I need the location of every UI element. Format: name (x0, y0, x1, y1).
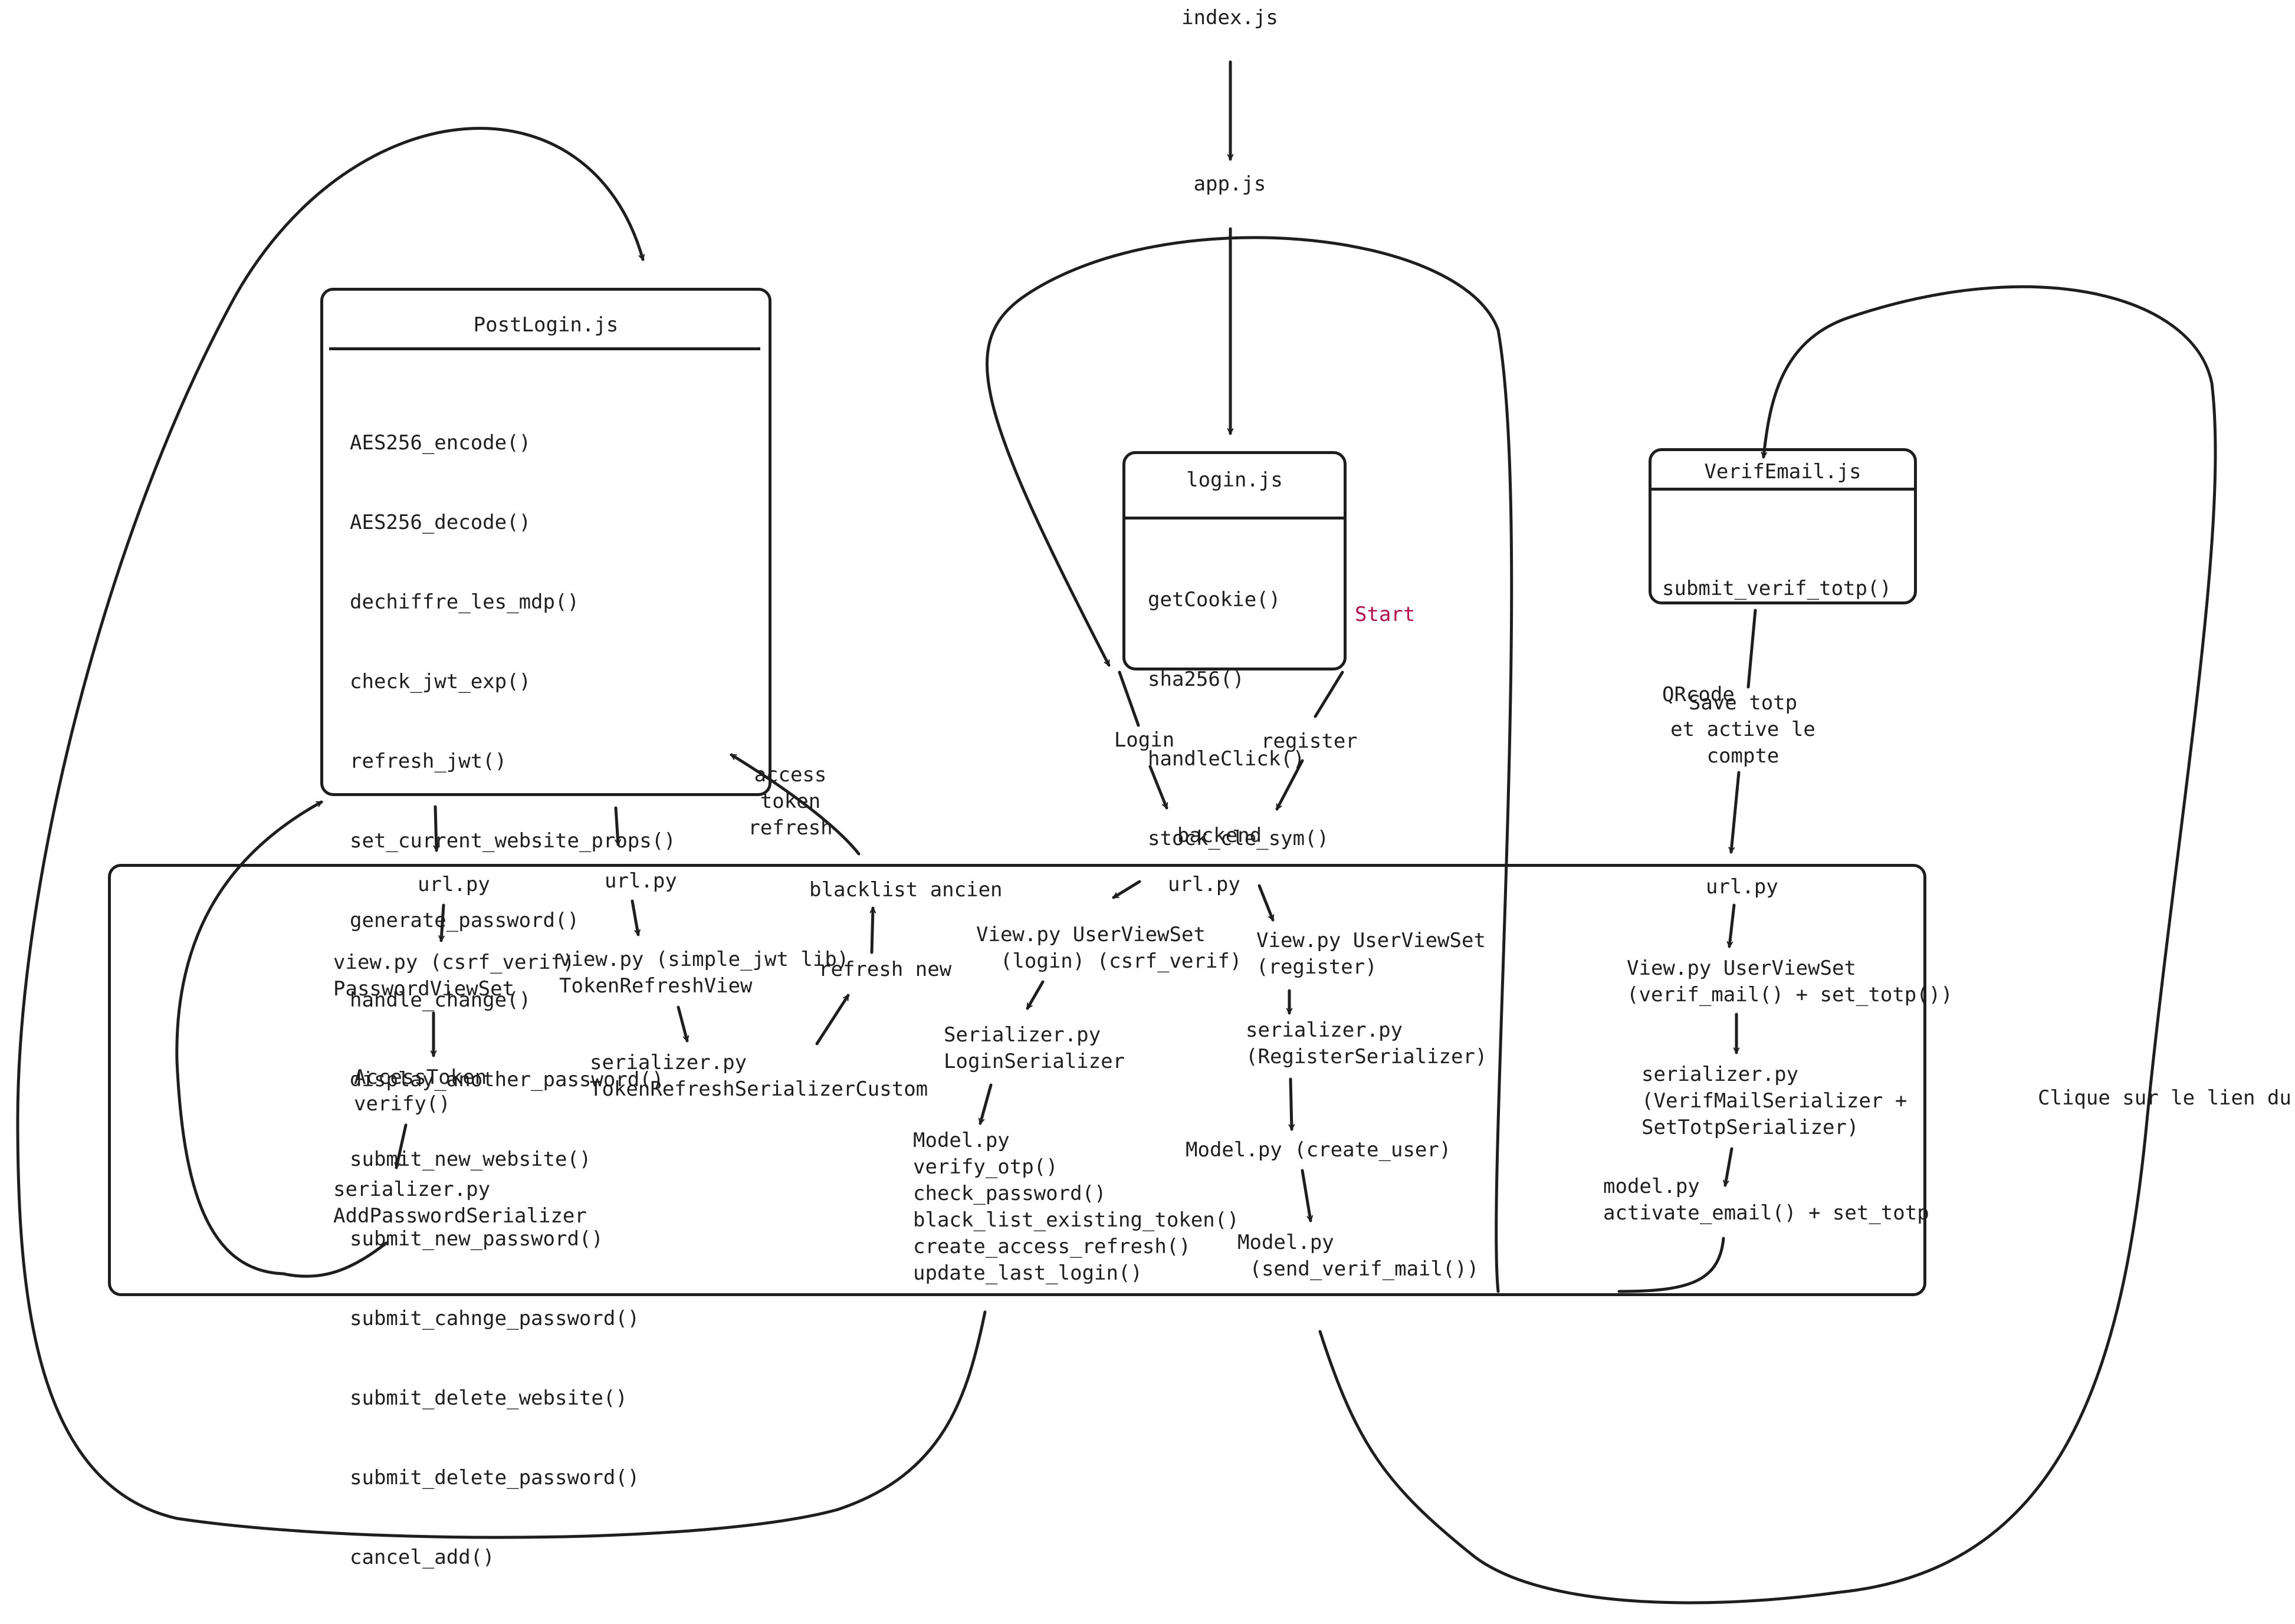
col3-model-create-user: Model.py (create_user) (1186, 1138, 1452, 1162)
verifemail-method: QRcode (1662, 683, 1735, 706)
backend-node: backend (1177, 824, 1262, 847)
arrow-col3-model-to-mail (1301, 1169, 1314, 1222)
col1-serializer: serializer.py AddPasswordSerializer (333, 1178, 587, 1228)
col3-view-register: View.py UserViewSet (register) (1256, 929, 1486, 979)
verifemail-method: submit_verif_totp() (1662, 577, 1892, 600)
col2-view: view.py (simple_jwt lib) TokenRefreshVie… (559, 948, 849, 998)
arrow-col4-model-loop (1617, 1237, 1725, 1293)
col2-url: url.py (605, 869, 677, 893)
app-node: app.js (1193, 172, 1266, 196)
access-token-refresh-label: access token refresh (748, 763, 833, 840)
col1-view: view.py (csrf_verif) PasswordViewSet (333, 951, 575, 1001)
col1-access-token: AccessToken verify() (354, 1066, 487, 1116)
col4-view: View.py UserViewSet (verif_mail() + set_… (1627, 956, 1953, 1007)
col2-serializer: serializer.py TokenRefreshSerializerCust… (590, 1051, 928, 1101)
arrow-col3-register-serializer-to-model (1288, 1077, 1295, 1131)
arrow-col3-view-to-serializer (1026, 980, 1045, 1010)
arrow-col1-url-to-view (438, 903, 445, 942)
arrow-col4-url-to-view (1726, 903, 1736, 948)
col3-serializer-register: serializer.py (RegisterSerializer) (1246, 1018, 1488, 1069)
start-label: Start (1355, 603, 1416, 626)
arrow-mail-loop-to-verifemail (1318, 285, 2217, 1605)
postlogin-methods: AES256_encode() AES256_decode() dechiffr… (350, 377, 676, 1624)
save-totp-label: Save totp et active le compte (1670, 691, 1815, 768)
arrow-access-token-refresh (730, 753, 861, 856)
postlogin-method: display_another_password() (350, 1068, 664, 1092)
arrow-login-left (1118, 670, 1140, 727)
postlogin-method: check_jwt_exp() (350, 670, 531, 693)
blacklist-label: blacklist ancien (809, 878, 1003, 902)
postlogin-method: cancel_add() (350, 1546, 495, 1569)
arrow-login-right (1314, 670, 1344, 718)
refresh-new-label: refresh new (819, 958, 952, 981)
col3-url: url.py (1168, 873, 1240, 896)
postlogin-method: set_current_website_props() (350, 829, 676, 853)
login-method: stock_cle_sym() (1148, 827, 1329, 850)
arrow-model-loop-to-postlogin (16, 127, 987, 1539)
arrow-save-to-url (1728, 771, 1741, 854)
login-title: login.js (1186, 468, 1283, 492)
arrow-postlogin-to-url1 (433, 805, 440, 852)
col1-url: url.py (418, 873, 490, 896)
arrow-backend-to-url-left (1112, 880, 1141, 899)
verifemail-methods: submit_verif_totp() QRcode (1662, 500, 1892, 783)
arrow-serializer-loop-to-postlogin (175, 800, 388, 1278)
col3-view-login: View.py UserViewSet (login) (csrf_verif) (976, 923, 1242, 973)
postlogin-method: refresh_jwt() (350, 749, 507, 773)
arrow-verifemail-to-save (1746, 609, 1757, 689)
arrow-app-loop-to-login (986, 236, 1513, 1293)
postlogin-divider (329, 347, 760, 350)
arrow-login-to-backend (1148, 765, 1168, 810)
arrow-backend-to-url-right (1258, 884, 1275, 922)
verifemail-divider (1652, 488, 1914, 491)
arrow-register-to-backend (1275, 759, 1304, 811)
col3-serializer-login: Serializer.py LoginSerializer (944, 1023, 1125, 1073)
postlogin-method: submit_delete_password() (350, 1466, 640, 1490)
postlogin-method: AES256_encode() (350, 431, 531, 455)
postlogin-method: submit_delete_website() (350, 1386, 628, 1410)
postlogin-method: dechiffre_les_mdp() (350, 590, 579, 614)
col4-serializer: serializer.py (VerifMailSerializer + Set… (1641, 1063, 1907, 1139)
arrow-col4-serializer-to-model (1723, 1147, 1733, 1187)
postlogin-method: submit_new_website() (350, 1148, 592, 1171)
postlogin-box: PostLogin.js AES256_encode() AES256_deco… (320, 288, 771, 1569)
arrow-col2-view-to-serializer (677, 1005, 690, 1043)
login-methods: getCookie() sha256() handleClick() stock… (1148, 534, 1329, 905)
postlogin-method: AES256_decode() (350, 511, 531, 534)
col3-model-send-mail: Model.py (send_verif_mail()) (1237, 1231, 1479, 1281)
arrow-postlogin-to-url2 (614, 806, 621, 846)
backend-box (108, 864, 1926, 1296)
col3-model-login: Model.py verify_otp() check_password() b… (913, 1129, 1239, 1285)
postlogin-method: handle_change() (350, 988, 531, 1012)
login-divider (1125, 517, 1344, 520)
postlogin-method: submit_new_password() (350, 1227, 603, 1251)
arrow-refresh-to-blacklist (869, 906, 876, 954)
clique-label: Clique sur le lien du mail (2038, 1086, 2291, 1110)
postlogin-method: generate_password() (350, 909, 579, 932)
col4-url: url.py (1706, 875, 1778, 899)
login-box: login.js getCookie() sha256() handleClic… (1122, 451, 1347, 850)
arrow-col2-serializer-to-refresh (815, 994, 850, 1046)
col4-model: model.py activate_email() + set_totp (1603, 1175, 1929, 1225)
postlogin-title: PostLogin.js (473, 313, 619, 337)
login-edge-label: Login (1114, 728, 1175, 752)
login-method: sha256() (1148, 668, 1245, 691)
verifemail-title: VerifEmail.js (1704, 460, 1861, 484)
postlogin-method: submit_cahnge_password() (350, 1307, 640, 1330)
login-method: getCookie() (1148, 588, 1281, 612)
arrow-col1-token-to-serializer (394, 1123, 408, 1169)
index-node: index.js (1181, 6, 1278, 29)
verifemail-box: VerifEmail.js submit_verif_totp() QRcode (1649, 448, 1917, 706)
register-edge-label: register (1261, 729, 1358, 753)
arrow-col2-url-to-view (631, 899, 641, 936)
arrow-col3-serializer-to-model (978, 1083, 993, 1125)
login-method: handleClick() (1148, 747, 1305, 771)
